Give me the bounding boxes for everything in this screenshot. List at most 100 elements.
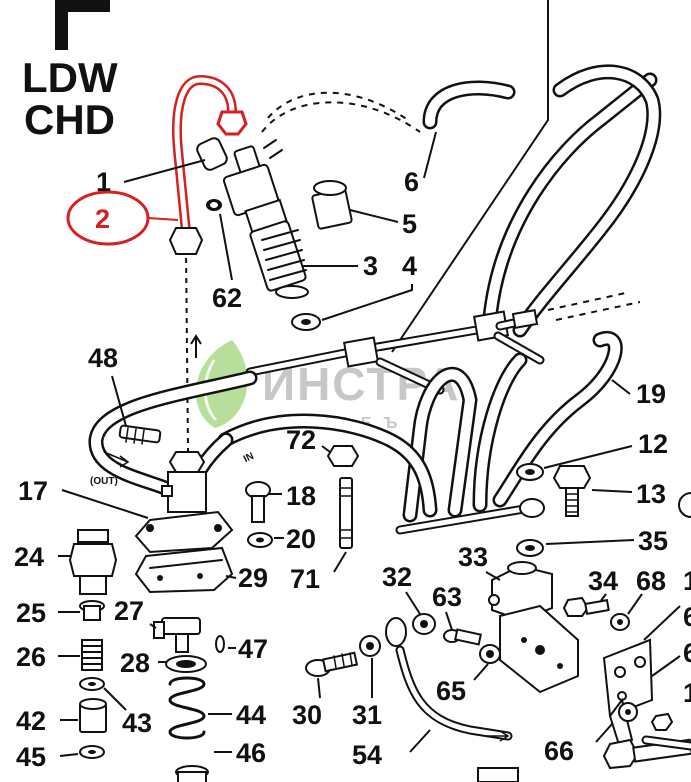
callout-63: 63 [432,582,462,612]
engine-code-ldw: LDW [22,54,118,101]
part-bottom-edge [477,767,519,782]
hose-fitting-48 [118,424,162,445]
callout-20: 20 [286,524,316,554]
flow-label-out: (OUT) [90,476,118,487]
leader-29 [225,575,237,579]
callout-54: 54 [352,740,382,770]
leader-6 [423,131,437,179]
callout-29: 29 [238,563,268,593]
callout-35: 35 [638,526,668,556]
callout-edge-6b: 6 [683,638,691,668]
spring-26 [81,639,103,671]
callout-47: 47 [238,634,268,664]
nut-edge [650,712,674,731]
callout-27: 27 [114,596,144,626]
callout-66: 66 [544,736,574,766]
oring-47 [215,635,225,653]
spring-seat-28 [165,655,207,673]
leader-edge-6a [643,605,681,641]
fuel-hose-6 [422,80,516,130]
fuel-return-hoses [217,331,623,535]
return-line-dashed-2 [267,91,409,121]
callout-3: 3 [363,251,378,281]
control-sleeve-27 [153,617,201,653]
callout-32: 32 [382,562,412,592]
feed-pipe-54 [385,617,513,741]
nut-72 [326,445,360,467]
callout-46: 46 [236,738,266,768]
return-line-dashed [261,101,421,133]
washer-32 [412,613,436,635]
washer-68 [610,613,630,631]
callout-48: 48 [88,343,118,373]
callout-68: 68 [636,566,666,596]
leader-2 [147,217,179,221]
callout-26: 26 [16,642,46,672]
leader-71 [333,551,347,573]
leader-63 [445,611,453,631]
callout-24: 24 [14,542,44,572]
flow-arrow-up [190,334,202,358]
bracket-plate [602,638,654,750]
callout-17: 17 [18,476,48,506]
leader-32 [405,591,421,615]
leader-62 [219,213,233,281]
leader-33 [485,571,501,581]
feed-pump-33 [488,561,579,694]
callout-65: 65 [436,676,466,706]
pipe-centerline [185,247,189,453]
callout-34: 34 [588,566,618,596]
washer-12 [516,463,544,481]
delivery-valve-holder-24 [68,529,118,595]
leader-13 [591,489,633,493]
flow-arrow-out [103,451,130,468]
callout-edge-1b: 1 [683,678,691,708]
callout-31: 31 [352,700,382,730]
leader-66 [595,723,613,743]
leader-12 [543,445,633,469]
washer-43 [79,677,105,691]
leader-54 [409,729,431,753]
callout-33: 33 [458,542,488,572]
nozzle-cap-5 [311,180,353,230]
washer-35 [516,539,544,557]
callout-19: 19 [636,379,666,409]
callout-5: 5 [402,209,417,239]
flow-arrow-54 [486,730,510,742]
washer-31 [359,635,381,657]
callout-62: 62 [212,283,242,313]
leader-30 [317,677,321,699]
callout-12: 12 [638,429,668,459]
cap-42 [79,698,107,733]
injection-pump-17 [134,451,234,594]
callout-2: 2 [95,204,110,234]
washer-45 [79,745,105,759]
leader-1 [123,159,206,183]
screw-63 [443,628,482,646]
callout-28: 28 [120,648,150,678]
leader-19 [611,379,631,395]
engine-code-chd: CHD [24,96,115,143]
flow-label-in: IN [242,451,256,465]
callout-72: 72 [286,425,316,455]
washer-4 [291,313,321,331]
washer-65 [479,644,501,664]
callout-6: 6 [404,167,419,197]
leader-45 [59,753,79,757]
washer-66 [618,702,638,722]
callout-42: 42 [16,706,46,736]
leader-72 [321,445,331,453]
fuel-hose-long [482,64,662,338]
leader-5 [349,209,399,223]
leader-edge-6b [651,655,681,677]
washer-20 [247,532,273,548]
tappet-46 [175,765,209,782]
hose-dashed-right [547,291,641,321]
copper-washer-62 [206,199,222,211]
delivery-valve-25 [79,600,105,621]
spring-44 [168,676,206,740]
bolt-30 [305,651,359,677]
banjo-bolt-13 [552,465,592,517]
leader-35 [545,539,635,545]
fuel-manifold [245,309,545,395]
